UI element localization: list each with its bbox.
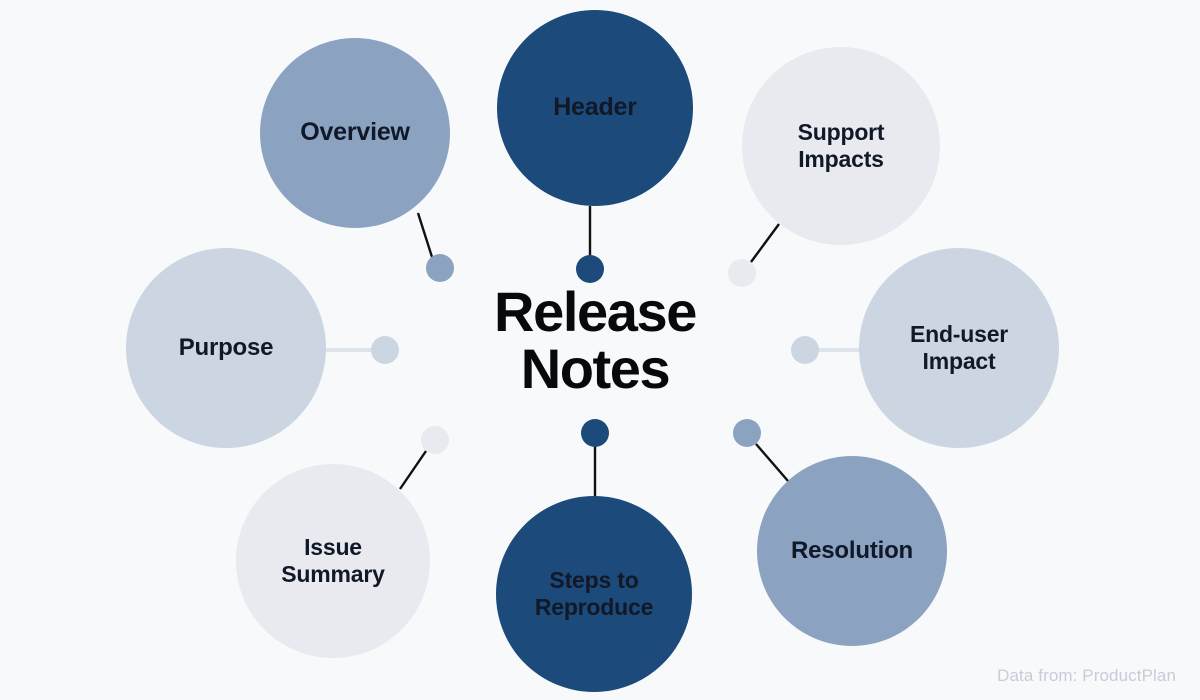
node-label-end-user-impact: End-user Impact xyxy=(909,321,1009,374)
node-end-user-impact[interactable]: End-user Impact xyxy=(859,248,1059,448)
node-label-steps-to-reproduce: Steps to Reproduce xyxy=(534,567,654,620)
node-label-resolution: Resolution xyxy=(791,536,913,564)
node-label-issue-summary: Issue Summary xyxy=(281,534,385,587)
connector-line-resolution xyxy=(755,443,789,482)
attribution-label: Data from: ProductPlan xyxy=(997,666,1176,685)
page-title: Release Notes xyxy=(494,280,697,401)
node-label-header: Header xyxy=(553,93,637,122)
node-issue-summary[interactable]: Issue Summary xyxy=(236,464,430,658)
node-label-overview: Overview xyxy=(300,118,410,147)
connector-dot-steps-to-reproduce xyxy=(581,419,609,447)
connector-dot-header xyxy=(576,255,604,283)
connector-dot-issue-summary xyxy=(421,426,449,454)
connector-dot-overview xyxy=(426,254,454,282)
node-label-purpose: Purpose xyxy=(178,333,274,361)
node-purpose[interactable]: Purpose xyxy=(126,248,326,448)
connector-dot-resolution xyxy=(733,419,761,447)
node-header[interactable]: Header xyxy=(497,10,693,206)
node-steps-to-reproduce[interactable]: Steps to Reproduce xyxy=(496,496,692,692)
node-resolution[interactable]: Resolution xyxy=(757,456,947,646)
connector-dot-support-impacts xyxy=(728,259,756,287)
node-label-support-impacts: Support Impacts xyxy=(797,119,885,172)
connector-line-support-impacts xyxy=(750,223,780,263)
connector-dot-purpose xyxy=(371,336,399,364)
connector-line-issue-summary xyxy=(399,450,427,490)
node-support-impacts[interactable]: Support Impacts xyxy=(742,47,940,245)
connector-dot-end-user-impact xyxy=(791,336,819,364)
connector-line-overview xyxy=(416,212,434,258)
node-overview[interactable]: Overview xyxy=(260,38,450,228)
